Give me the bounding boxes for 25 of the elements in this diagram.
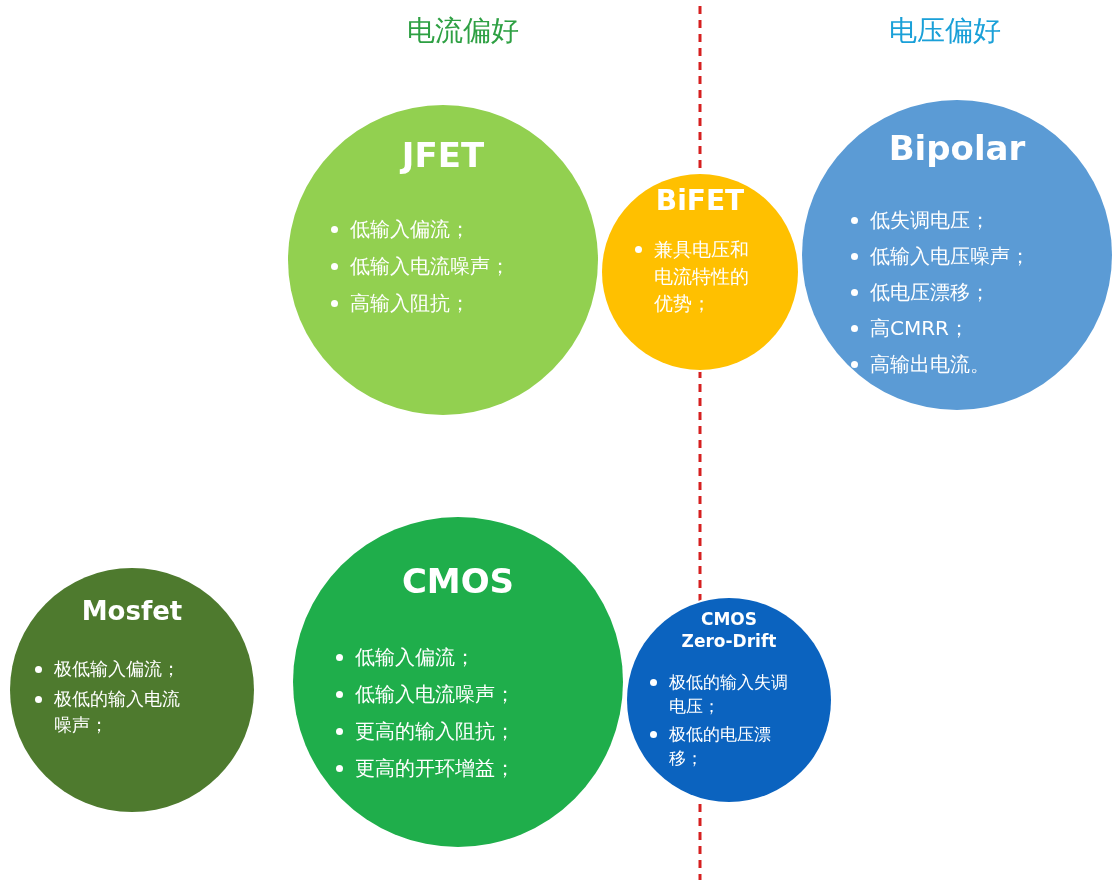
bullet-point: 极低的输入电流噪声； [54, 688, 180, 735]
bullet-point: 高输入阻抗； [350, 291, 470, 315]
bullet-point: 极低输入偏流； [54, 658, 180, 679]
column-heading: 电流偏好 [406, 13, 520, 49]
bullet-point: 低输入偏流； [350, 217, 470, 241]
bullet-point: 极低的输入失调电压； [669, 672, 788, 716]
bullet-point: 低输入电流噪声； [350, 254, 510, 278]
column-heading: 电压偏好 [888, 13, 1002, 49]
circle-heading: CMOS [400, 561, 516, 601]
bullet-point: 低失调电压； [870, 208, 990, 232]
bullet-point: 低电压漂移； [870, 280, 990, 304]
bullet-point: 高输出电流。 [870, 352, 990, 376]
bullet-point: 极低的电压漂移； [669, 724, 771, 768]
bullet-point: 更高的开环增益； [355, 756, 515, 780]
circle-heading: Mosfet [80, 596, 184, 626]
bullet-point: 低输入电流噪声； [355, 682, 515, 706]
circle-heading: JFET [398, 135, 486, 175]
circle-heading: CMOS Zero-Drift [680, 608, 778, 652]
bullet-point: 更高的输入阻抗； [355, 719, 515, 743]
bullet-point: 低输入偏流； [355, 645, 475, 669]
bullet-point: 低输入电压噪声； [870, 244, 1030, 268]
circle-heading: BiFET [654, 184, 746, 217]
circle-heading: Bipolar [887, 128, 1027, 168]
bullet-point: 高CMRR； [870, 316, 969, 340]
bullet-point: 兼具电压和电流特性的优势； [654, 238, 749, 314]
